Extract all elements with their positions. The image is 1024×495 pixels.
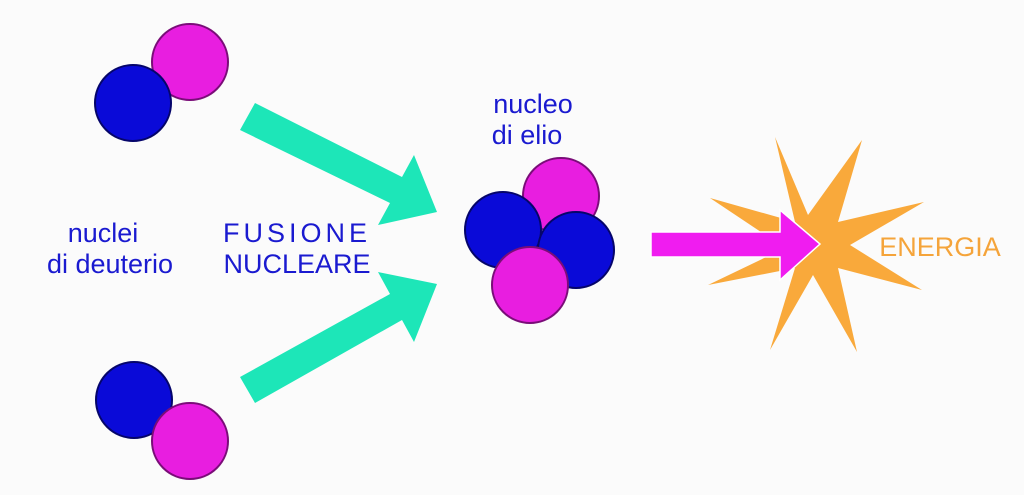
fusion-label-line1: FUSIONE [223, 218, 371, 248]
deuterium-nucleus-bottom [95, 361, 229, 480]
helium-label-line1: nucleo [493, 89, 573, 119]
deuterium-label-line2: di deuterio [47, 249, 173, 279]
neutron [95, 361, 173, 439]
proton [151, 23, 229, 101]
proton [151, 402, 229, 480]
neutron [94, 64, 172, 142]
helium-nucleus [464, 157, 615, 324]
helium-label-line2: di elio [492, 120, 563, 150]
fusion-arrow-bottom [240, 272, 437, 403]
fusion-label-line2: NUCLEARE [223, 249, 370, 279]
energy-arrow [650, 208, 822, 282]
deuterium-nucleus-top [94, 23, 229, 142]
fusion-arrow-top [240, 103, 437, 225]
energy-label: ENERGIA [879, 232, 1001, 262]
deuterium-label-line1: nuclei [68, 218, 139, 248]
proton [491, 246, 569, 324]
